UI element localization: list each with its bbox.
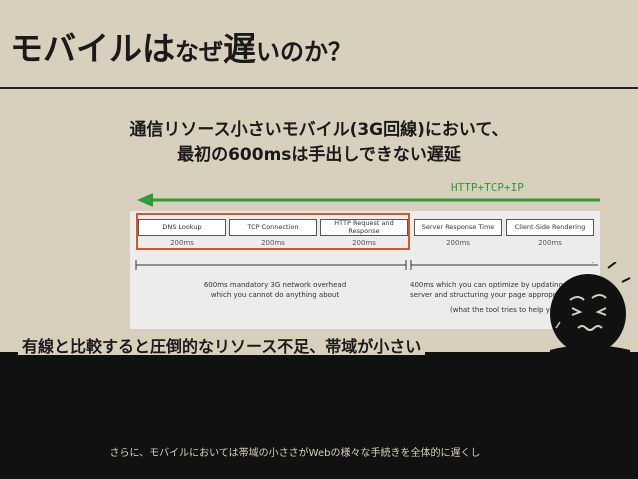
stage-server-response: Server Response Time: [414, 219, 502, 236]
note-line: (what the tool tries to help you with): [450, 306, 579, 315]
stage-duration: 200ms: [170, 239, 194, 247]
title-part-2: なぜ: [175, 38, 223, 66]
note-line: which you cannot do anything about: [210, 291, 340, 300]
stage-dns-lookup: DNS Lookup: [138, 219, 226, 236]
stage-client-rendering: Client-Side Rendering: [506, 219, 594, 236]
stage-duration: 200ms: [446, 239, 470, 247]
stage-duration: 200ms: [538, 239, 562, 247]
footer-text: さらに、モバイルにおいては帯域の小ささがWebの様々な手続きを全体的に遅くし: [109, 448, 481, 459]
subtitle-line-1: 通信リソース小さいモバイル(3G回線)において、: [129, 120, 509, 140]
left-arrow-icon: [137, 193, 600, 207]
fixed-overhead-note: 600ms mandatory 3G network overhead whic…: [180, 280, 370, 300]
subtitle-line-2: 最初の600msは手出しできない遅延: [177, 145, 461, 165]
timeline-bracket: [135, 260, 598, 270]
note-line: 600ms mandatory 3G network overhead: [203, 281, 347, 289]
fixed-overhead-highlight: [136, 213, 410, 250]
note-line: server and structuring your page appropr…: [410, 291, 575, 300]
footer-band: [0, 352, 638, 479]
title-part-4: いのか？: [256, 38, 352, 66]
stage-tcp-connection: TCP Connection: [229, 219, 317, 236]
title-divider: [0, 87, 638, 89]
conclusion-text: 有線と比較すると圧倒的なリソース不足、帯域が小さい: [18, 339, 426, 355]
page-title: モバイルはなぜ遅いのか？: [10, 32, 352, 65]
note-line: 400ms which you can optimize by updating…: [410, 281, 581, 289]
stage-duration: 200ms: [352, 239, 376, 247]
stage-duration: 200ms: [261, 239, 285, 247]
protocol-label: HTTP+TCP+IP: [451, 181, 524, 194]
title-part-3: 遅: [223, 29, 256, 68]
title-part-1: モバイルは: [10, 29, 175, 68]
stage-http-request: HTTP Request and Response: [320, 219, 408, 236]
optimizable-note: 400ms which you can optimize by updating…: [410, 280, 595, 315]
troubled-person-icon: [542, 262, 638, 479]
